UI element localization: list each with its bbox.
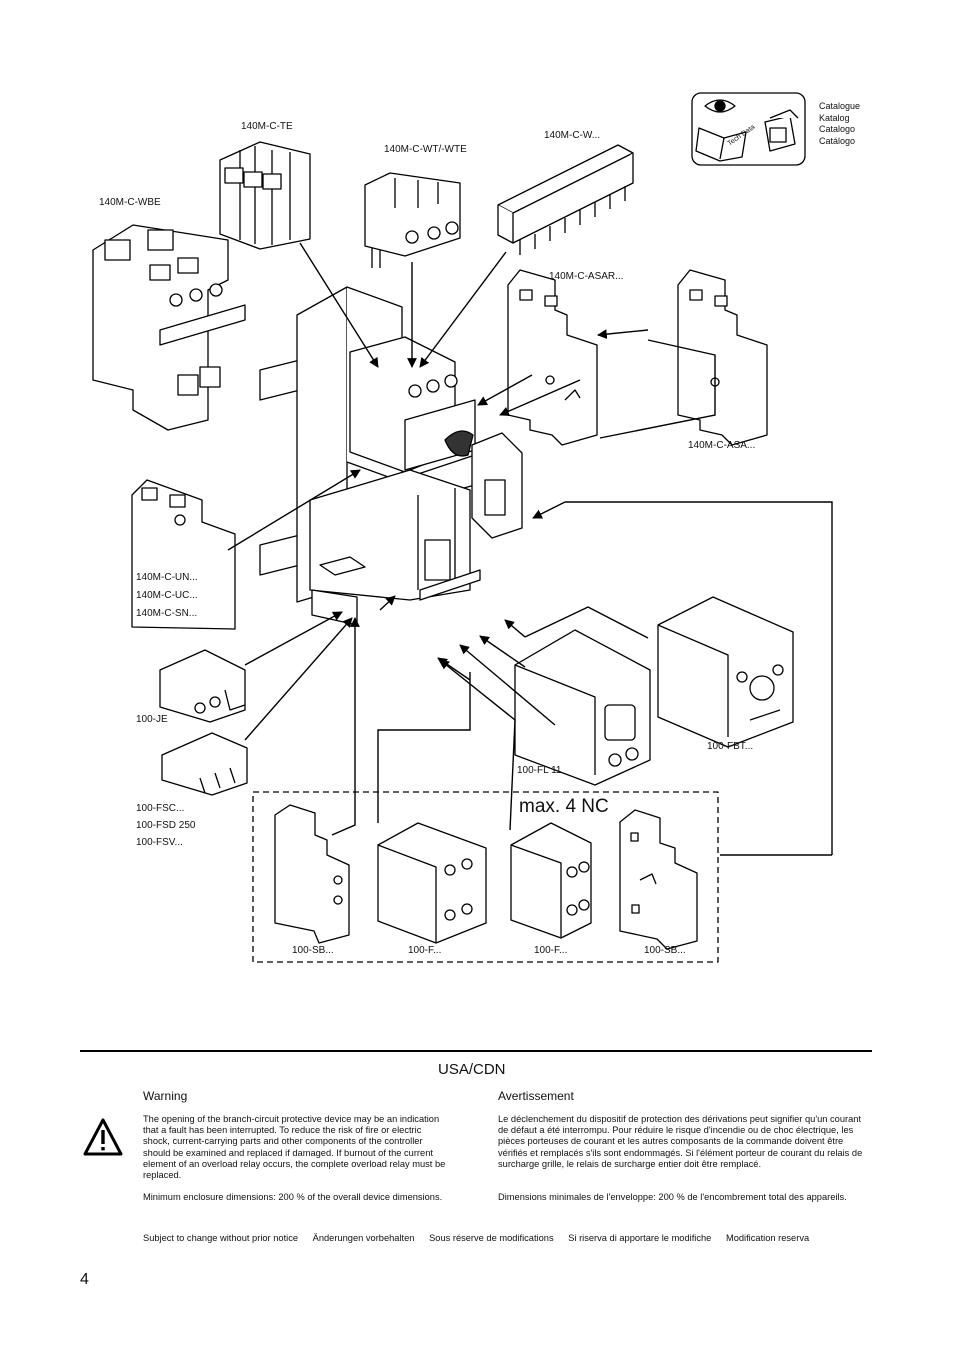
label-140m-c-sn: 140M-C-SN... <box>136 608 198 619</box>
label-140m-c-te: 140M-C-TE <box>241 121 293 132</box>
part-140m-c-wbe <box>92 224 246 431</box>
assembly-arrows <box>227 242 833 856</box>
part-100-f-left <box>377 822 487 944</box>
part-100-sb-right <box>619 809 698 950</box>
catalogue-line: Katalog <box>819 112 850 123</box>
warning-enclosure-text: Minimum enclosure dimensions: 200 % of t… <box>143 1192 443 1202</box>
catalogue-line: Catalogo <box>819 124 856 134</box>
warning-triangle-icon <box>83 1118 123 1156</box>
label-140m-c-w: 140M-C-W... <box>544 130 601 141</box>
max-nc-group-box <box>252 791 719 963</box>
page-number: 4 <box>80 1271 89 1288</box>
section-divider <box>80 1050 872 1052</box>
label-140m-c-wt-wte: 140M-C-WT/-WTE <box>384 144 467 155</box>
part-140m-c-asar <box>507 269 598 446</box>
warning-heading: Warning <box>143 1089 188 1103</box>
din-rail <box>259 359 301 576</box>
avertissement-heading: Avertissement <box>498 1089 574 1103</box>
motor-protector-assembly <box>296 286 523 626</box>
part-140m-c-w-busbar <box>497 144 634 255</box>
catalogue-reference: Catalogue Katalog Catalogo Catálogo <box>819 101 860 147</box>
label-140m-c-un: 140M-C-UN... <box>136 572 198 583</box>
label-100-sb-left: 100-SB... <box>292 945 334 956</box>
footer-item: Subject to change without prior notice <box>143 1233 299 1243</box>
part-140m-c-asa <box>677 269 768 446</box>
label-100-fsv: 100-FSV... <box>136 837 183 848</box>
label-140m-c-asar: 140M-C-ASAR... <box>549 271 624 282</box>
catalogue-line: Catálogo <box>819 135 856 146</box>
part-100-sb-left <box>274 804 350 944</box>
part-140m-c-un-uc-sn <box>131 479 236 630</box>
part-100-fl-11 <box>514 629 651 786</box>
part-100-fsc <box>161 732 248 796</box>
label-140m-c-uc: 140M-C-UC... <box>136 590 198 601</box>
warning-text: The opening of the branch-circuit protec… <box>143 1114 446 1181</box>
footer-notice: Subject to change without prior notice Ä… <box>143 1233 821 1243</box>
max-nc-label: max. 4 NC <box>519 796 609 817</box>
label-140m-c-wbe: 140M-C-WBE <box>99 197 161 208</box>
part-140m-c-wt-wte <box>364 172 461 268</box>
catalogue-icon <box>691 92 806 166</box>
avertissement-enclosure-text: Dimensions minimales de l'enveloppe: 200… <box>498 1192 847 1202</box>
label-100-f-left: 100-F... <box>408 945 442 956</box>
part-100-fbt <box>657 596 794 748</box>
label-100-f-right: 100-F... <box>534 945 568 956</box>
label-140m-c-asa: 140M-C-ASA... <box>688 440 756 451</box>
footer-item: Sous réserve de modifications <box>429 1233 554 1243</box>
label-100-fsc: 100-FSC... <box>136 803 185 814</box>
label-100-fsd: 100-FSD 250 <box>136 820 196 831</box>
footer-item: Änderungen vorbehalten <box>312 1233 415 1243</box>
catalogue-line: Catalogue <box>819 101 861 111</box>
label-100-fbt: 100-FBT... <box>707 741 754 752</box>
avertissement-text: Le déclenchement du dispositif de protec… <box>498 1114 863 1169</box>
label-100-je: 100-JE <box>136 714 168 725</box>
part-100-f-right <box>510 822 592 939</box>
part-140m-c-te <box>219 141 311 250</box>
label-100-sb-right: 100-SB... <box>644 945 686 956</box>
region-heading: USA/CDN <box>438 1061 506 1078</box>
footer-item: Si riserva di apportare le modifiche <box>568 1233 712 1243</box>
label-100-fl-11: 100-FL 11 <box>517 765 562 776</box>
footer-item: Modification reserva <box>725 1233 810 1243</box>
part-100-je <box>159 649 246 723</box>
